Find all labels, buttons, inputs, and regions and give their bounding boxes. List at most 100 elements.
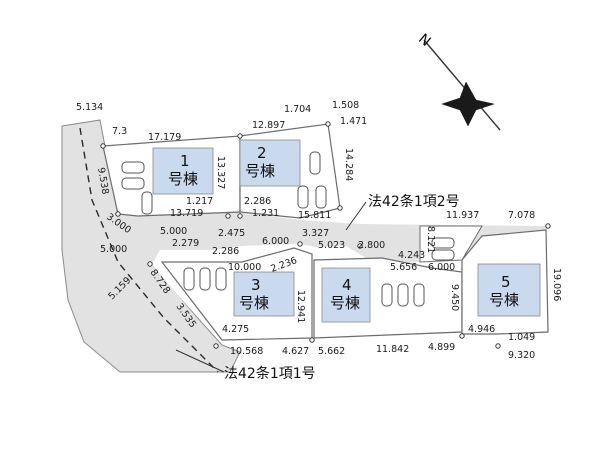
lot-3-number: 3 [251, 276, 261, 294]
car-icon [183, 267, 195, 291]
dim-19096: 19.096 [551, 268, 562, 301]
dim-5000b: 5.000 [100, 244, 127, 255]
compass-star-icon [441, 81, 495, 127]
dim-5662: 5.662 [318, 346, 345, 357]
road-2-corridor [152, 232, 240, 246]
survey-point-icon [237, 133, 243, 139]
road-2-label: 法42条1項2号 [368, 193, 460, 210]
dim-1471: 1.471 [340, 116, 367, 127]
survey-point-icon [297, 241, 303, 247]
dim-1231: 1.231 [252, 208, 279, 219]
dim-1217: 1.217 [186, 196, 213, 207]
car-icon [381, 283, 393, 307]
dim-2475: 2.475 [218, 228, 245, 239]
road-1-centerline [79, 127, 219, 373]
lot-2-number: 2 [257, 144, 267, 162]
lot-strip [419, 225, 483, 263]
parking-cars [121, 151, 455, 307]
survey-point-icon [495, 343, 501, 349]
lot-5-label: 号棟 [489, 291, 519, 309]
lot-1-label: 号棟 [168, 170, 198, 188]
dim-4243: 4.243 [398, 250, 425, 261]
dim-9450: 9.450 [449, 284, 460, 311]
dim-4627: 4.627 [282, 346, 309, 357]
dim-12941: 12.941 [295, 290, 306, 323]
car-icon [215, 267, 227, 291]
car-icon [121, 177, 145, 190]
dim-10568: 10.568 [230, 346, 263, 357]
building-1 [152, 147, 214, 195]
dim-12897: 12.897 [252, 120, 285, 131]
dim-10000: 10.000 [228, 262, 261, 273]
survey-point-icon [225, 213, 231, 219]
dim-1508: 1.508 [332, 100, 359, 111]
car-icon [397, 283, 409, 307]
car-icon [315, 185, 327, 209]
survey-point-icon [213, 343, 219, 349]
dim-13327: 13.327 [215, 156, 226, 189]
car-icon [431, 249, 455, 261]
dim-3327: 3.327 [302, 228, 329, 239]
road-1-leader [175, 349, 225, 373]
dim-5000a: 5.000 [160, 226, 187, 237]
building-2 [239, 139, 301, 187]
dim-11842: 11.842 [376, 344, 409, 355]
car-icon [431, 237, 455, 249]
car-icon [141, 191, 153, 215]
road-1-label: 法42条1項1号 [224, 365, 316, 382]
survey-points [100, 121, 551, 349]
survey-point-icon [357, 243, 363, 249]
building-3 [233, 271, 295, 317]
dim-17179: 17.179 [148, 132, 181, 143]
dim-4946: 4.946 [468, 324, 495, 335]
building-5 [477, 263, 541, 317]
lot-4-number: 4 [342, 276, 352, 294]
survey-point-icon [325, 121, 331, 127]
dim-9538: 9.538 [95, 167, 111, 196]
dim-2286a: 2.286 [244, 196, 271, 207]
survey-point-icon [100, 143, 106, 149]
car-icon [121, 161, 145, 174]
lot-4-label: 号棟 [330, 294, 360, 312]
dim-4275: 4.275 [222, 324, 249, 335]
dim-13719: 13.719 [170, 208, 203, 219]
dim-1704: 1.704 [284, 104, 311, 115]
dim-4899: 4.899 [428, 342, 455, 353]
car-icon [199, 267, 211, 291]
car-icon [413, 283, 425, 307]
lot-1-number: 1 [180, 152, 190, 170]
building-4 [321, 267, 371, 323]
dim-2279: 2.279 [172, 238, 199, 249]
road-2-leader [345, 201, 367, 231]
dim-8121: 8.121 [425, 226, 436, 253]
lot-3-label: 号棟 [239, 294, 269, 312]
north-arrow: N [415, 31, 501, 131]
survey-point-icon [337, 205, 343, 211]
survey-point-icon [115, 211, 121, 217]
dim-5656: 5.656 [390, 262, 417, 273]
dim-15811: 15.811 [298, 210, 331, 221]
dim-2286b: 2.286 [212, 246, 239, 257]
dim-6000b: 6.000 [428, 262, 455, 273]
dim-11937: 11.937 [446, 210, 479, 221]
dim-5134: 5.134 [76, 102, 103, 113]
car-icon [309, 151, 321, 175]
dim-7-3: 7.3 [112, 126, 127, 137]
survey-point-icon [545, 223, 551, 229]
dim-6000a: 6.000 [262, 236, 289, 247]
dim-1049: 1.049 [508, 332, 535, 343]
dim-7078: 7.078 [508, 210, 535, 221]
lot-2-label: 号棟 [245, 162, 275, 180]
survey-point-icon [459, 333, 465, 339]
survey-point-icon [237, 213, 243, 219]
dim-2800: 2.800 [358, 240, 385, 251]
lot-5-number: 5 [501, 273, 511, 291]
survey-point-icon [309, 337, 315, 343]
survey-point-icon [147, 261, 153, 267]
dim-5023: 5.023 [318, 240, 345, 251]
car-icon [297, 185, 309, 209]
dim-9320: 9.320 [508, 350, 535, 361]
dimension-labels: 5.134 7.3 17.179 12.897 1.704 1.508 1.47… [76, 100, 562, 361]
dim-14284: 14.284 [343, 148, 354, 181]
